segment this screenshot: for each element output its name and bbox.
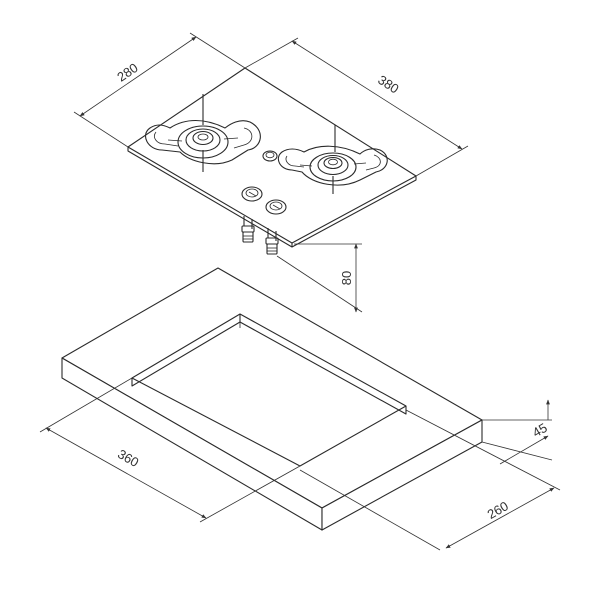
dimension-45-label: 45 <box>530 420 550 440</box>
left-control-knob <box>241 186 263 202</box>
right-control-knob <box>265 199 287 215</box>
dimension-280-label: 280 <box>114 60 140 85</box>
dimension-45: 45 <box>481 399 553 465</box>
dimension-80: 80 <box>276 243 363 313</box>
hob-top-plate <box>127 67 417 244</box>
left-burner <box>145 94 261 172</box>
countertop <box>61 267 483 531</box>
dimension-260-label: 260 <box>485 498 511 522</box>
dimension-80-label: 80 <box>339 271 354 285</box>
dimension-360-label: 360 <box>115 446 141 470</box>
countertop-cutout <box>131 313 407 467</box>
gas-hob <box>127 67 417 255</box>
gas-valve-fittings <box>241 216 279 255</box>
dimension-380-label: 380 <box>375 72 401 96</box>
igniter-button <box>262 150 278 162</box>
